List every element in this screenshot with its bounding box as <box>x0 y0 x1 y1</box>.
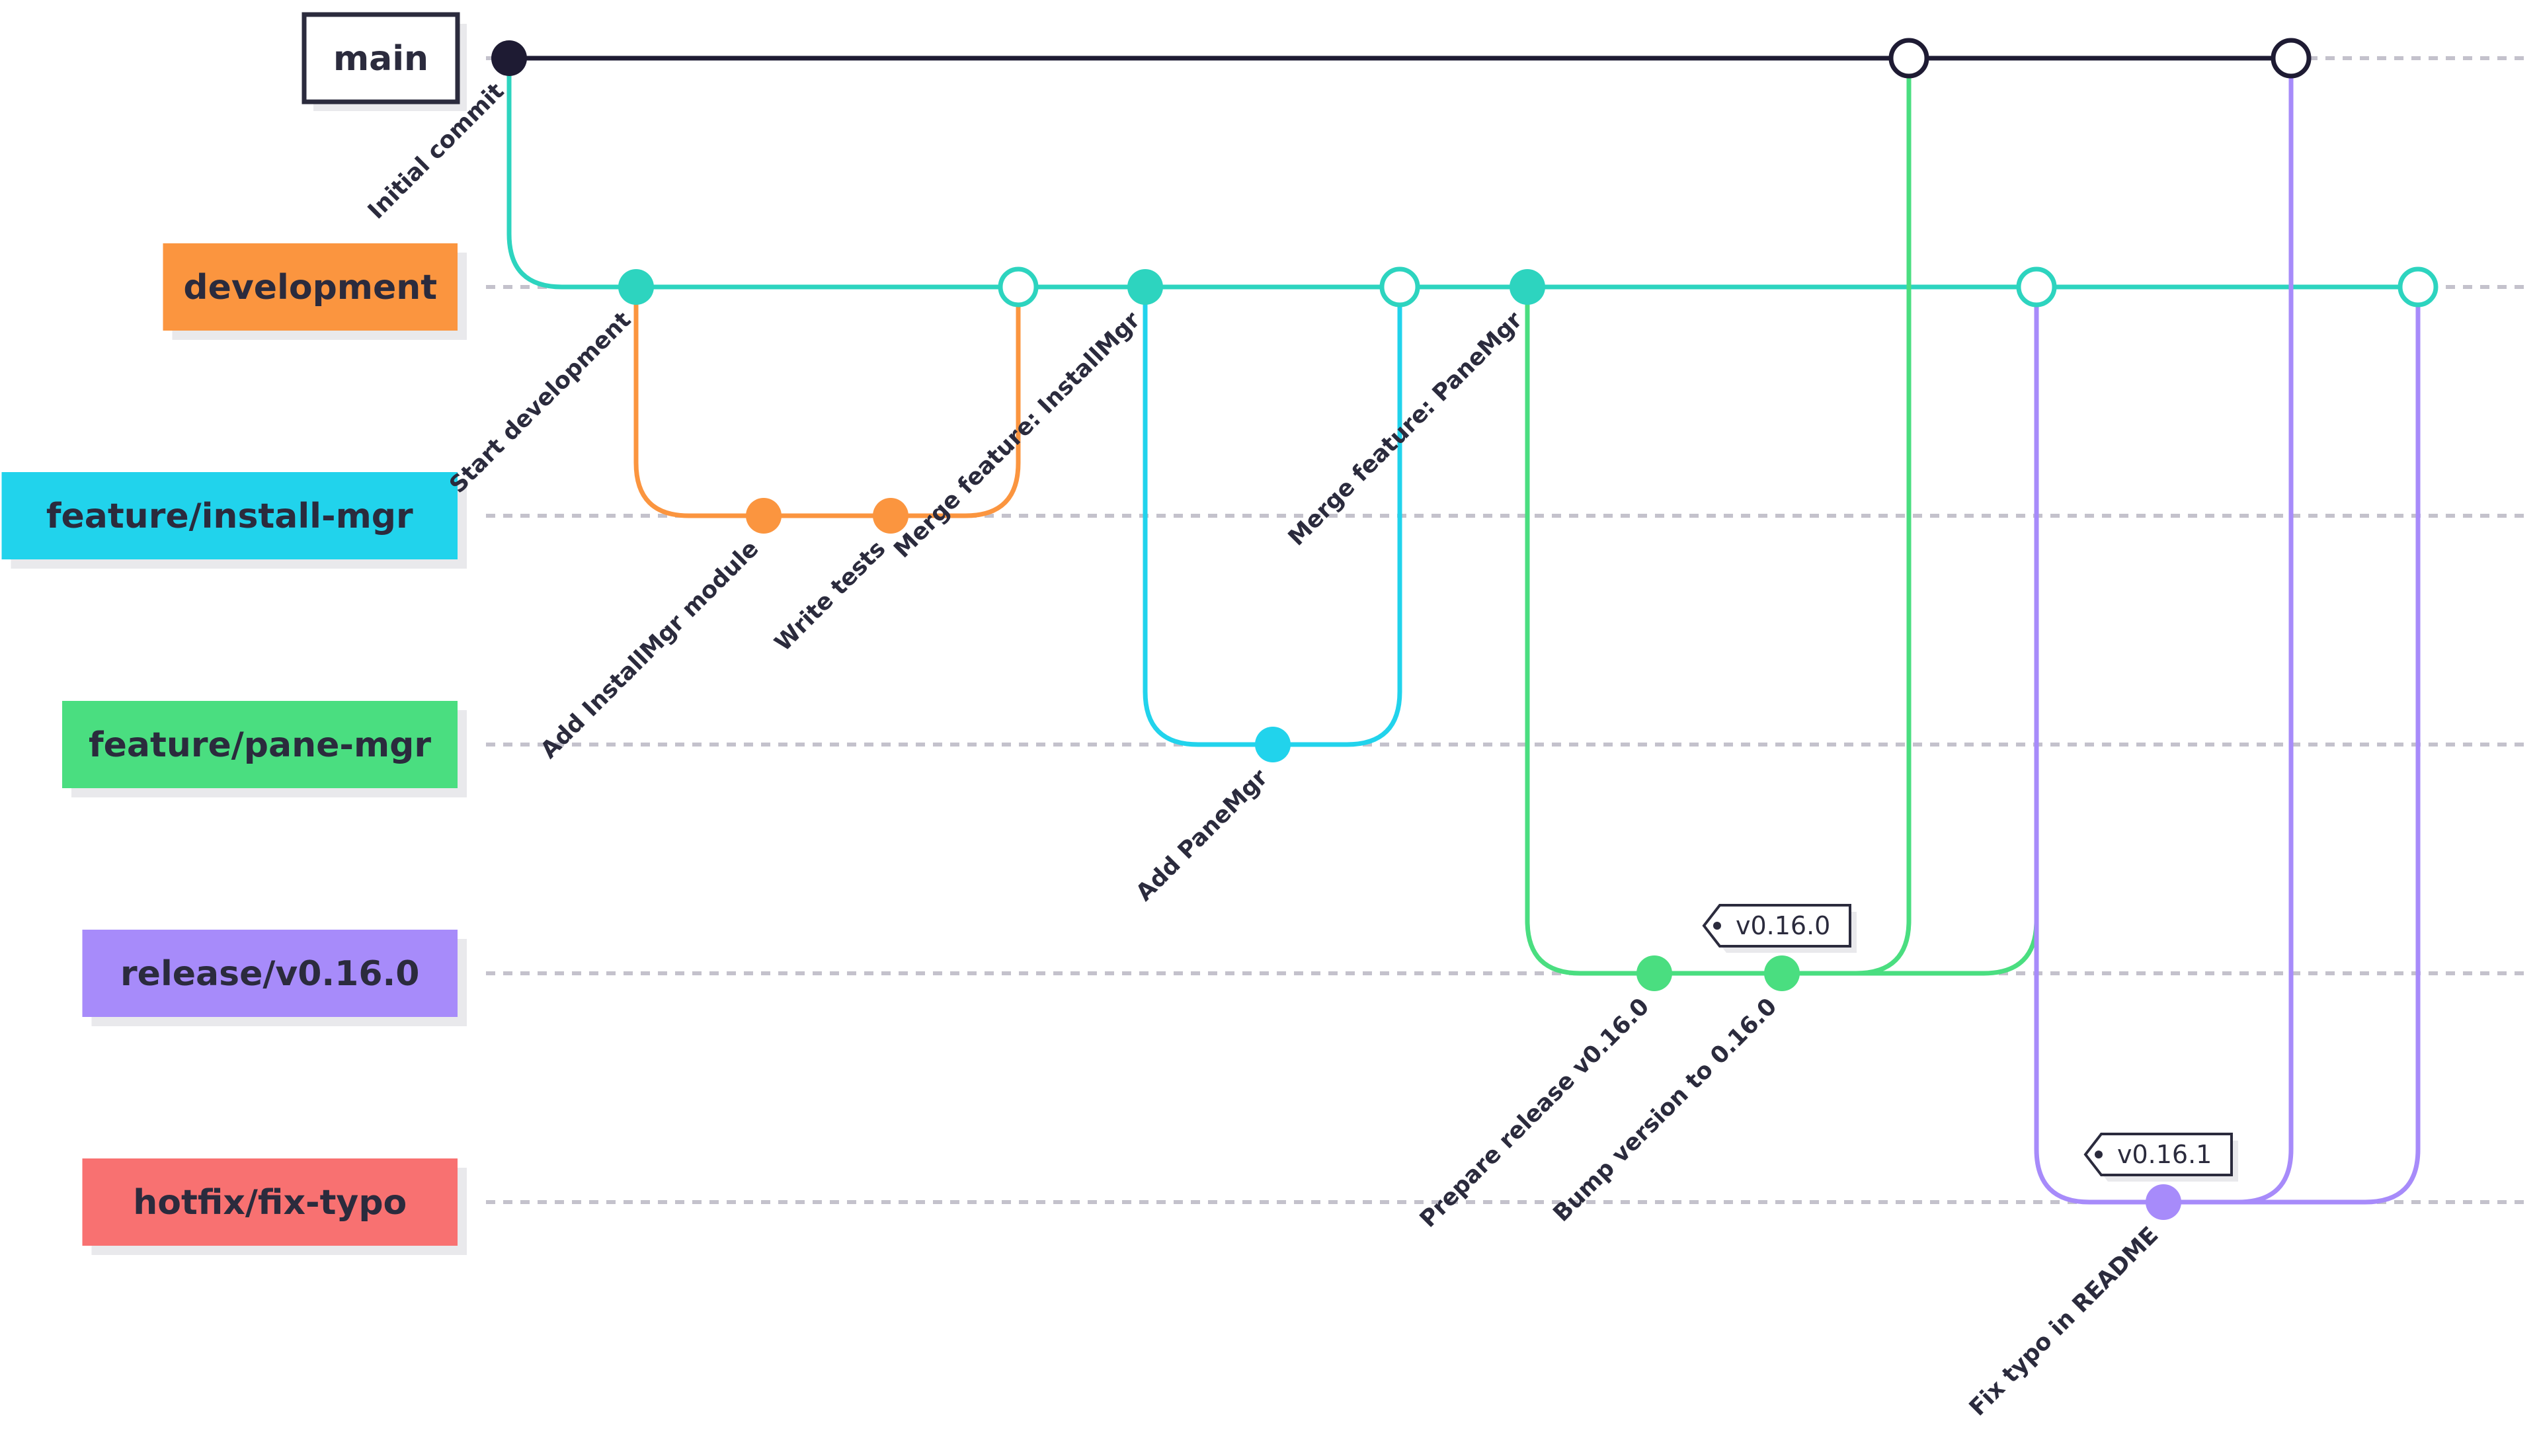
branch-label-box <box>82 930 458 1017</box>
commit-label-start-development: Start development <box>444 307 636 499</box>
branch-label-box <box>302 12 460 104</box>
edge-c_start_dev-to-c_add_installmgr <box>633 284 766 518</box>
branch-label-feature-install-mgr[interactable]: feature/install-mgr <box>1 472 467 569</box>
branch-label-text: feature/pane-mgr <box>89 725 431 765</box>
commit-dot-c_start_dev[interactable] <box>618 269 654 305</box>
edge-c_initial-to-c_start_dev <box>506 56 639 290</box>
branch-label-text: release/v0.16.0 <box>120 954 419 994</box>
commit-dot-c_add_panemgr[interactable] <box>1255 727 1291 762</box>
commit-dot-c_initial[interactable] <box>491 40 527 76</box>
tag-shape <box>2083 1133 2233 1176</box>
tag-v0-16-0[interactable]: v0.16.0 <box>1702 904 1857 953</box>
commit-dot-c_dev_hotfix[interactable] <box>2398 266 2438 307</box>
edge-c_fix_typo-to-c_main_hotfix <box>2161 56 2294 1205</box>
commit-dot-c_merge_feature_install[interactable] <box>1127 269 1163 305</box>
commit-dot-c_merge_install[interactable] <box>998 266 1039 307</box>
commit-label-add-panemgr: Add PaneMgr <box>1131 764 1273 907</box>
branch-labels: main development feature/install-mgr featur… <box>1 12 467 1255</box>
tags: v0.16.0 v0.16.1 <box>1702 904 2238 1182</box>
commit-label-add-installmgr-module: Add InstallMgr module <box>536 536 764 764</box>
edge-c_merge_feature_pane-to-c_prepare_release <box>1525 284 1657 976</box>
commit-label-prepare-release-v0-16-0: Prepare release v0.16.0 <box>1415 993 1654 1233</box>
branch-label-text: hotfix/fix-typo <box>133 1183 407 1223</box>
commit-dot-c_fix_typo[interactable] <box>2146 1184 2181 1220</box>
edge-c_merge_feature_install-to-c_add_panemgr <box>1143 284 1275 747</box>
branch-label-box <box>1 472 458 559</box>
branch-label-hotfix-fix-typo[interactable]: hotfix/fix-typo <box>82 1158 467 1255</box>
commit-dot-c_dev_release[interactable] <box>2016 266 2057 307</box>
commit-dot-c_merge_pane[interactable] <box>1379 266 1420 307</box>
tag-hole-icon <box>2095 1151 2103 1158</box>
tag-label: v0.16.1 <box>2117 1140 2212 1169</box>
edge-c_fix_typo-to-c_dev_hotfix <box>2161 284 2421 1205</box>
commit-dot-c_add_installmgr[interactable] <box>746 498 782 534</box>
edge-c_dev_release-to-c_fix_typo <box>2034 284 2166 1205</box>
branch-label-development[interactable]: development <box>163 243 467 340</box>
branch-label-text: feature/install-mgr <box>46 497 413 536</box>
edge-c_add_panemgr-to-c_merge_pane <box>1270 284 1402 747</box>
tag-label: v0.16.0 <box>1736 911 1830 940</box>
commit-dot-c_main_release[interactable] <box>1888 38 1929 79</box>
commit-label-bump-version-to-0-16-0: Bump version to 0.16.0 <box>1549 993 1783 1227</box>
tag-shape <box>1702 904 1851 948</box>
tag-hole-icon <box>1713 922 1721 930</box>
commit-dot-c_merge_feature_pane[interactable] <box>1510 269 1545 305</box>
branch-label-box <box>163 243 458 331</box>
commit-label-write-tests: Write tests <box>770 536 891 657</box>
branch-label-release-v0-16-0[interactable]: release/v0.16.0 <box>82 930 467 1026</box>
commit-dot-c_bump_version[interactable] <box>1764 955 1800 991</box>
branch-label-box <box>82 1158 458 1246</box>
commit-dot-c_write_tests[interactable] <box>873 498 908 534</box>
branch-label-text: development <box>183 268 437 307</box>
edge-c_write_tests-to-c_merge_install <box>888 284 1021 518</box>
branch-label-main[interactable]: main <box>302 12 467 111</box>
tag-v0-16-1[interactable]: v0.16.1 <box>2083 1133 2238 1182</box>
commit-dot-c_main_hotfix[interactable] <box>2271 38 2312 79</box>
branch-label-feature-pane-mgr[interactable]: feature/pane-mgr <box>62 701 467 797</box>
branch-label-text: main <box>333 39 428 79</box>
commit-dot-c_prepare_release[interactable] <box>1636 955 1672 991</box>
commit-label-fix-typo-in-readme: Fix typo in README <box>1964 1222 2163 1421</box>
commits <box>491 38 2438 1220</box>
branch-label-box <box>62 701 458 788</box>
